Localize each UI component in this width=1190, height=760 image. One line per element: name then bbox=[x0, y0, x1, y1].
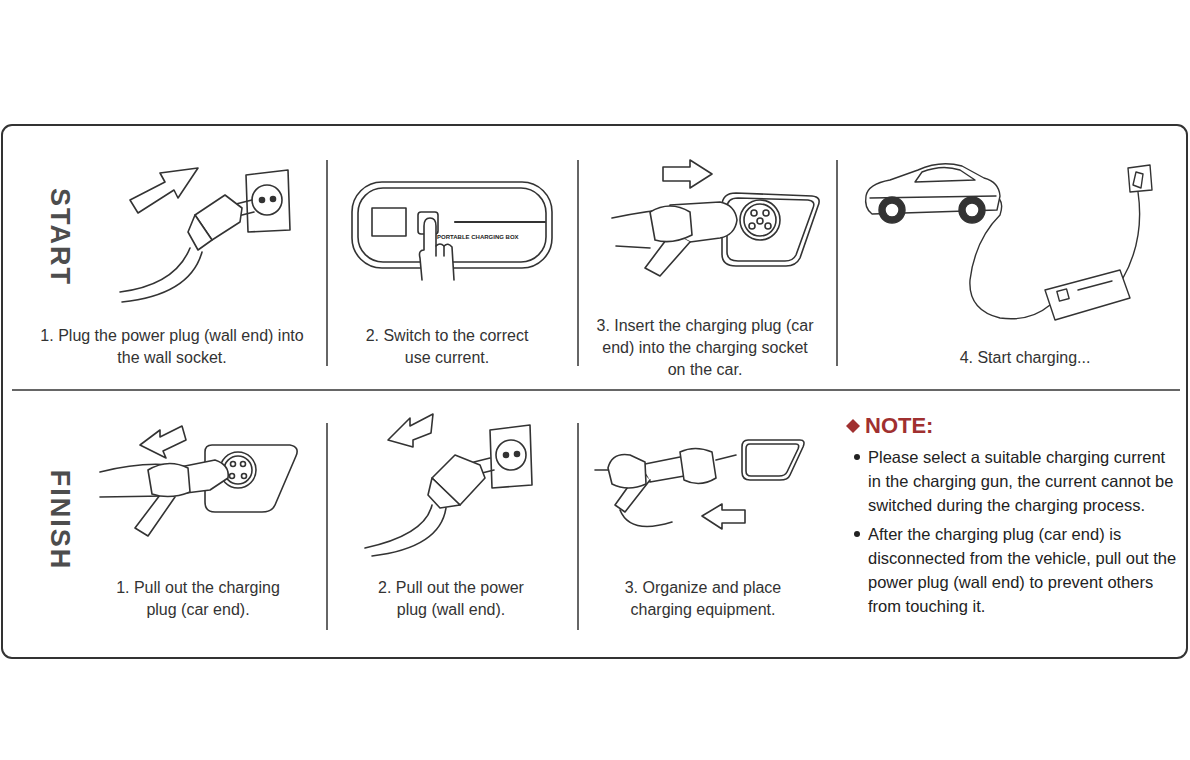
insert-plug-illustration-part bbox=[727, 198, 814, 261]
charging-box-illustration-part bbox=[372, 208, 406, 236]
unplug-wall-illustration-part bbox=[504, 453, 509, 458]
store-equipment-illustration-part bbox=[680, 449, 716, 484]
plug-in-illustration-part bbox=[271, 197, 276, 202]
charging-car-illustration-part bbox=[959, 197, 985, 223]
frame-part bbox=[577, 160, 579, 366]
insert-plug-illustration-part bbox=[740, 200, 780, 240]
store-equipment-illustration-part bbox=[746, 444, 799, 476]
insert-plug-illustration-part bbox=[751, 210, 757, 216]
charging-car-illustration-part bbox=[965, 203, 979, 217]
unplug-wall-illustration-part bbox=[372, 508, 446, 556]
store-equipment-illustration-part bbox=[608, 455, 646, 488]
frame-part bbox=[12, 389, 1180, 391]
charging-box-illustration-part bbox=[455, 221, 545, 223]
charging-car-illustration bbox=[866, 164, 1152, 320]
insert-plug-illustration-part bbox=[650, 206, 692, 242]
note-bullet: After the charging plug (car end) is dis… bbox=[868, 522, 1178, 618]
insert-plug-illustration-part bbox=[616, 246, 650, 248]
frame-part bbox=[577, 423, 579, 630]
unplug-car-illustration-part bbox=[135, 495, 175, 536]
plug-in-illustration bbox=[120, 168, 290, 302]
unplug-wall-illustration-part bbox=[496, 440, 526, 470]
step-caption: 3. Insert the charging plug (car end) in… bbox=[593, 315, 818, 381]
unplug-car-illustration-part bbox=[231, 462, 236, 467]
step-caption: 1. Pull out the charging plug (car end). bbox=[101, 577, 296, 621]
plug-in-illustration-part bbox=[260, 198, 265, 203]
store-equipment-illustration-part bbox=[702, 504, 745, 529]
charging-box-illustration-part bbox=[420, 218, 455, 280]
charging-car-illustration-part bbox=[1133, 172, 1143, 188]
insert-plug-illustration-part bbox=[763, 210, 769, 216]
insert-plug-illustration-part bbox=[744, 204, 776, 236]
charging-box-illustration-part bbox=[443, 246, 445, 256]
charging-car-illustration-part bbox=[1057, 289, 1069, 301]
unplug-car-illustration-part bbox=[230, 474, 235, 479]
charging-box-illustration-part bbox=[435, 246, 437, 256]
plug-in-illustration-part bbox=[236, 200, 252, 204]
plug-in-illustration-part bbox=[120, 248, 190, 292]
frame-part bbox=[326, 160, 328, 366]
section-heading: START bbox=[45, 188, 75, 286]
charging-car-illustration-part bbox=[1045, 270, 1130, 320]
charging-car-illustration-part bbox=[1078, 281, 1112, 290]
unplug-wall-illustration-part bbox=[474, 458, 490, 462]
charging-car-illustration-part bbox=[1122, 192, 1140, 280]
insert-plug-illustration bbox=[612, 160, 819, 276]
frame-part bbox=[836, 160, 838, 366]
step-caption: 2. Switch to the correct use current. bbox=[365, 325, 530, 369]
note-heading: NOTE: bbox=[865, 413, 933, 439]
store-equipment-illustration-part bbox=[742, 440, 804, 480]
plug-in-illustration-part bbox=[252, 185, 282, 215]
unplug-wall-illustration-part bbox=[428, 478, 460, 508]
plug-in-illustration-part bbox=[122, 252, 202, 302]
unplug-car-illustration-part bbox=[140, 426, 186, 458]
plug-in-illustration-part bbox=[246, 170, 290, 232]
store-equipment-illustration-part bbox=[716, 455, 736, 460]
store-equipment-illustration-part bbox=[595, 469, 608, 471]
charging-car-illustration-part bbox=[1128, 165, 1152, 192]
charging-box-illustration bbox=[352, 182, 552, 280]
charging-car-illustration-part bbox=[915, 167, 975, 182]
insert-plug-illustration-part bbox=[722, 193, 819, 266]
note-bullet: Please select a suitable charging curren… bbox=[868, 445, 1178, 517]
note-diamond-part bbox=[846, 419, 860, 433]
frame bbox=[2, 125, 1187, 658]
unplug-wall-illustration bbox=[365, 414, 532, 556]
step-caption: 2. Pull out the power plug (wall end). bbox=[361, 577, 541, 621]
section-heading: FINISH bbox=[45, 470, 75, 571]
plug-in-illustration-part bbox=[130, 168, 198, 213]
store-equipment-illustration-part bbox=[620, 510, 672, 526]
plug-in-illustration-part bbox=[188, 215, 212, 250]
frame-part bbox=[326, 423, 328, 630]
note-diamond bbox=[846, 419, 860, 433]
frame-part bbox=[2, 125, 1187, 658]
device-label: PORTABLE CHARGING BOX bbox=[437, 234, 519, 241]
insert-plug-illustration-part bbox=[765, 223, 771, 229]
unplug-wall-illustration-part bbox=[490, 425, 532, 488]
charging-car-illustration-part bbox=[885, 203, 899, 217]
step-caption: 3. Organize and place charging equipment… bbox=[603, 577, 803, 621]
insert-plug-illustration-part bbox=[663, 160, 712, 188]
unplug-wall-illustration-part bbox=[388, 414, 433, 447]
insert-plug-illustration-part bbox=[749, 223, 755, 229]
unplug-car-illustration-part bbox=[242, 474, 247, 479]
unplug-car-illustration-part bbox=[241, 462, 246, 467]
unplug-car-illustration-part bbox=[100, 496, 165, 497]
unplug-wall-illustration-part bbox=[515, 452, 520, 457]
charging-car-illustration-part bbox=[879, 197, 905, 223]
step-caption: 4. Start charging... bbox=[925, 347, 1125, 369]
unplug-car-illustration bbox=[100, 426, 297, 536]
step-caption: 1. Plug the power plug (wall end) into t… bbox=[35, 325, 310, 369]
insert-plug-illustration-part bbox=[757, 218, 763, 224]
unplug-car-illustration-part bbox=[148, 463, 190, 496]
store-equipment-illustration bbox=[595, 440, 804, 529]
